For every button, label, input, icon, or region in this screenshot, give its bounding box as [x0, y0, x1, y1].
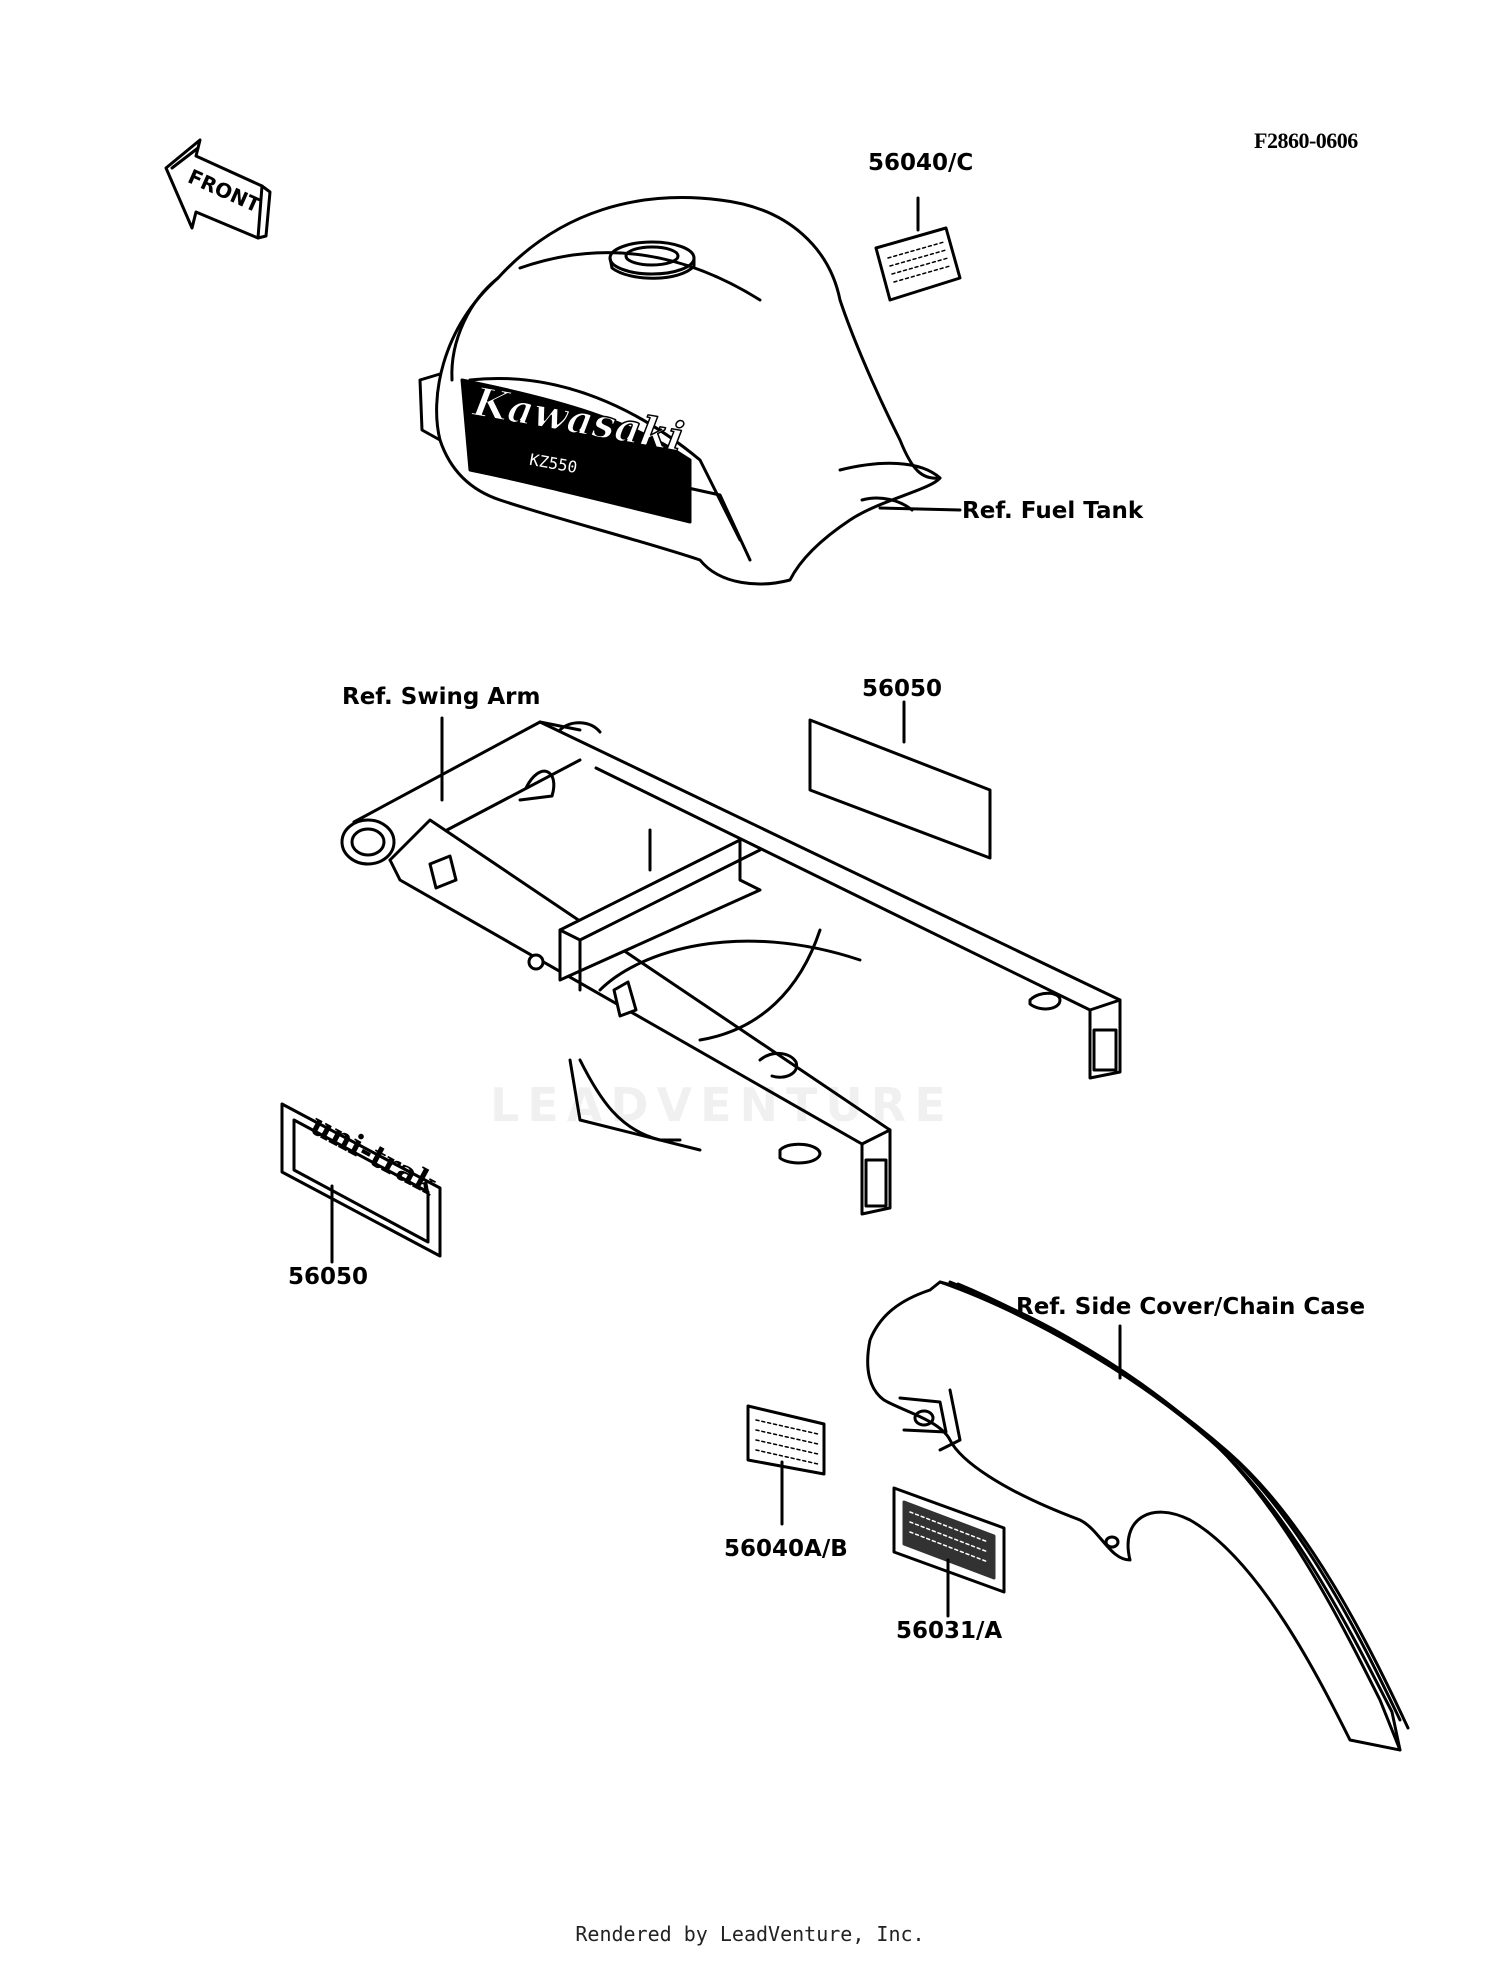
- part-label-56031a[interactable]: 56031/A: [896, 1618, 1003, 1644]
- footer-credit: Rendered by LeadVenture, Inc.: [575, 1922, 925, 1946]
- leader-fuel-tank: [878, 506, 962, 512]
- decal-56031a-icon: [892, 1486, 1006, 1618]
- decal-56040ab-icon: [746, 1404, 826, 1526]
- decal-56050-plain-icon: [808, 700, 992, 860]
- part-label-56040ab[interactable]: 56040A/B: [724, 1536, 848, 1562]
- part-label-56050-bottom[interactable]: 56050: [288, 1264, 369, 1290]
- side-cover-illustration: [866, 1280, 1410, 1752]
- ref-label-fuel-tank[interactable]: Ref. Fuel Tank: [962, 498, 1144, 524]
- part-label-56050-top[interactable]: 56050: [862, 676, 943, 702]
- ref-label-swing-arm[interactable]: Ref. Swing Arm: [342, 684, 541, 710]
- diagram-code: F2860-0606: [1254, 128, 1358, 153]
- watermark: LEADVENTURE: [490, 1078, 954, 1132]
- decal-56040c-icon: [874, 196, 962, 302]
- fuel-tank-illustration: [418, 196, 942, 586]
- ref-label-side-cover[interactable]: Ref. Side Cover/Chain Case: [1016, 1294, 1366, 1320]
- part-label-56040c[interactable]: 56040/C: [868, 150, 974, 176]
- front-arrow-icon: FRONT: [164, 138, 272, 240]
- swing-arm-illustration: [340, 720, 1122, 1216]
- decal-uni-trak-icon: [280, 1102, 442, 1264]
